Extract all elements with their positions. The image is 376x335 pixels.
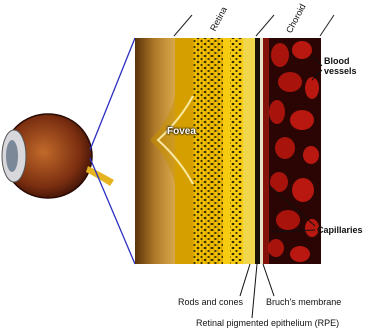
- capillaries-label: Capillaries: [317, 225, 363, 235]
- blood-vessels-label: Blood vessels: [324, 56, 357, 76]
- bruchs-membrane-layer: [260, 38, 263, 264]
- rpe-label: Retinal pigmented epithelium (RPE): [196, 318, 339, 328]
- rpe-layer: [255, 38, 260, 264]
- header-ticks: [174, 15, 334, 36]
- zoom-lines: [90, 38, 135, 264]
- rods-and-cones-label: Rods and cones: [178, 297, 243, 307]
- bruchs-membrane-label: Bruch's membrane: [266, 297, 341, 307]
- fovea-label: Fovea: [167, 126, 196, 137]
- eyeball: [2, 114, 114, 198]
